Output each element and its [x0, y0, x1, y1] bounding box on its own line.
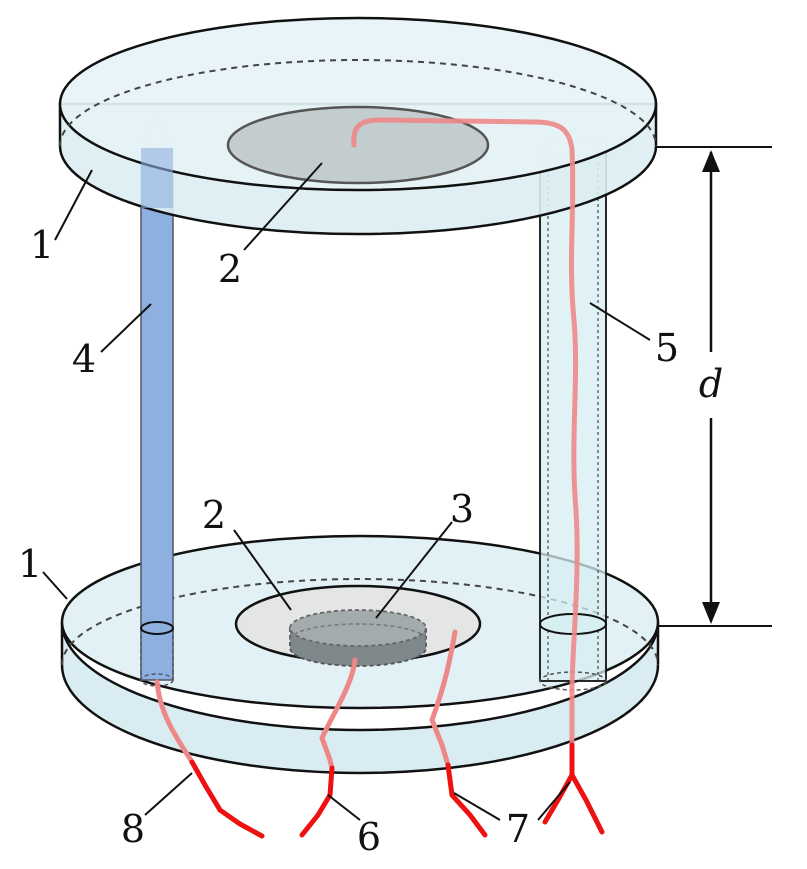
label-2-bottom: 2 [202, 493, 226, 537]
leader-lines [42, 162, 651, 821]
label-3: 3 [450, 487, 474, 531]
label-6: 6 [357, 815, 381, 859]
wire-7-left-outer [445, 762, 488, 838]
top-electrode [226, 105, 490, 185]
wires [154, 117, 605, 839]
label-7: 7 [506, 807, 530, 851]
wire-7-left-inner [429, 629, 458, 768]
blue-rod [139, 116, 175, 687]
wire-6-outer [299, 765, 335, 838]
label-8: 8 [121, 807, 145, 851]
wire-8-outer [189, 759, 265, 839]
label-5: 5 [655, 326, 679, 370]
sample-disk [289, 609, 427, 667]
top-plate-hidden-edge [59, 59, 657, 147]
glass-tube [539, 136, 607, 691]
wire-6-inner [319, 657, 358, 771]
wire-8-inner [154, 679, 195, 765]
label-2-top: 2 [218, 247, 242, 291]
label-d: d [699, 362, 723, 406]
dimension-d: d [656, 146, 772, 627]
bottom-plate-hidden-edge [61, 578, 659, 666]
top-plate-top [58, 16, 658, 192]
label-1-top: 1 [30, 223, 54, 267]
callout-labels: 1 2 4 5 1 2 3 6 7 8 [18, 223, 679, 859]
wire-top-electrode [351, 117, 580, 748]
label-1-bottom: 1 [18, 542, 42, 586]
wire-7-right-split [542, 742, 605, 835]
label-4: 4 [72, 337, 96, 381]
